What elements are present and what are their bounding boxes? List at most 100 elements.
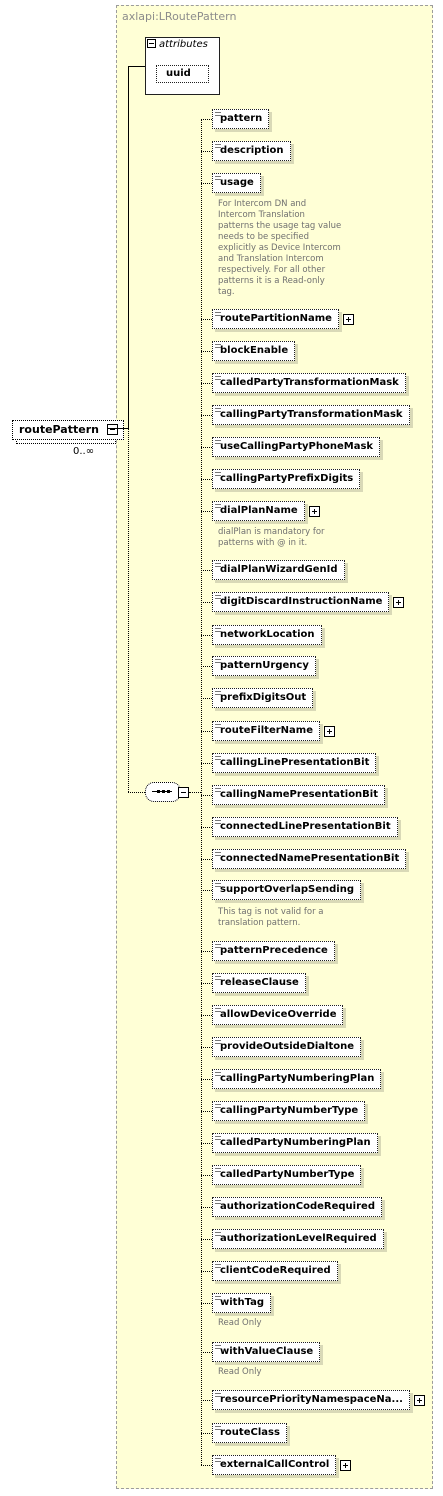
element-icon xyxy=(215,1103,221,1109)
element-calledpartynumberingplan[interactable]: calledPartyNumberingPlan xyxy=(212,1133,378,1153)
element-label: authorizationCodeRequired xyxy=(220,1201,375,1212)
connector-line xyxy=(201,602,212,603)
element-blockenable[interactable]: blockEnable xyxy=(212,341,296,361)
connector-line xyxy=(201,383,212,384)
connector-line xyxy=(201,1207,212,1208)
element-label: routeClass xyxy=(220,1427,280,1438)
root-element-label: routePattern xyxy=(19,423,99,436)
element-callingpartyprefixdigits[interactable]: callingPartyPrefixDigits xyxy=(212,469,361,489)
collapse-icon[interactable] xyxy=(106,424,118,435)
element-icon xyxy=(215,143,221,149)
sequence-compositor[interactable] xyxy=(145,782,181,802)
expand-icon[interactable] xyxy=(413,1395,425,1406)
element-allowdeviceoverride[interactable]: allowDeviceOverride xyxy=(212,1005,344,1025)
element-withvalueclause[interactable]: withValueClause xyxy=(212,1342,321,1362)
connector-line xyxy=(201,763,212,764)
element-withtag[interactable]: withTag xyxy=(212,1293,272,1313)
element-callingnamepresentationbit[interactable]: callingNamePresentationBit xyxy=(212,785,386,805)
element-icon xyxy=(215,311,221,317)
sequence-dot xyxy=(157,790,160,793)
element-description[interactable]: description xyxy=(212,141,291,161)
element-label: allowDeviceOverride xyxy=(220,1009,337,1020)
connector-line xyxy=(201,859,212,860)
connector-line xyxy=(201,951,212,952)
connector-line xyxy=(128,429,129,792)
element-icon xyxy=(215,503,221,509)
attribute-uuid[interactable]: uuid xyxy=(156,65,209,83)
element-pattern[interactable]: pattern xyxy=(212,109,270,129)
element-callingpartytransformationmask[interactable]: callingPartyTransformationMask xyxy=(212,405,410,425)
element-connectedlinepresentationbit[interactable]: connectedLinePresentationBit xyxy=(212,817,398,837)
connector-line xyxy=(201,731,212,732)
element-label: calledPartyNumberType xyxy=(220,1169,355,1180)
element-networklocation[interactable]: networkLocation xyxy=(212,625,322,645)
element-label: clientCodeRequired xyxy=(220,1265,331,1276)
element-provideoutsidedialtone[interactable]: provideOutsideDialtone xyxy=(212,1037,362,1057)
expand-icon[interactable] xyxy=(340,1460,352,1471)
connector-line xyxy=(201,511,212,512)
element-digitdiscardinstructionname[interactable]: digitDiscardInstructionName xyxy=(212,592,405,612)
element-connectednamepresentationbit[interactable]: connectedNamePresentationBit xyxy=(212,849,407,869)
element-releaseclause[interactable]: releaseClause xyxy=(212,973,306,993)
connector-line xyxy=(201,479,212,480)
element-authorizationlevelrequired[interactable]: authorizationLevelRequired xyxy=(212,1229,384,1249)
element-clientcoderequired[interactable]: clientCodeRequired xyxy=(212,1261,338,1281)
expand-icon[interactable] xyxy=(393,597,405,608)
connector-line xyxy=(128,66,145,67)
element-routepartitionname[interactable]: routePartitionName xyxy=(212,309,354,329)
element-icon xyxy=(215,1039,221,1045)
element-dialplanname[interactable]: dialPlanName xyxy=(212,501,320,521)
element-icon xyxy=(215,1344,221,1350)
attributes-label: attributes xyxy=(159,39,208,50)
expand-icon[interactable] xyxy=(342,314,354,325)
element-label: authorizationLevelRequired xyxy=(220,1233,377,1244)
attributes-header[interactable]: attributes xyxy=(147,39,208,50)
element-callingpartynumbertype[interactable]: callingPartyNumberType xyxy=(212,1101,366,1121)
connector-line xyxy=(128,66,129,429)
element-externalcallcontrol[interactable]: externalCallControl xyxy=(212,1455,352,1475)
element-routeclass[interactable]: routeClass xyxy=(212,1423,287,1443)
sequence-dot xyxy=(167,790,170,793)
connector-line xyxy=(201,827,212,828)
element-icon xyxy=(215,375,221,381)
connector-line xyxy=(201,319,212,320)
element-icon xyxy=(215,1199,221,1205)
element-label: dialPlanName xyxy=(220,505,298,516)
collapse-icon[interactable] xyxy=(147,39,156,48)
element-icon xyxy=(215,407,221,413)
element-prefixdigitsout[interactable]: prefixDigitsOut xyxy=(212,688,314,708)
element-patternurgency[interactable]: patternUrgency xyxy=(212,656,316,676)
element-usecallingpartyphonemask[interactable]: useCallingPartyPhoneMask xyxy=(212,437,381,457)
element-label: callingNamePresentationBit xyxy=(220,789,379,800)
element-icon xyxy=(215,882,221,888)
connector-line xyxy=(201,1303,212,1304)
element-authorizationcoderequired[interactable]: authorizationCodeRequired xyxy=(212,1197,382,1217)
collapse-icon[interactable] xyxy=(178,787,189,798)
connector-line xyxy=(201,1047,212,1048)
element-patternprecedence[interactable]: patternPrecedence xyxy=(212,941,335,961)
element-icon xyxy=(215,1392,221,1398)
element-supportoverlapsending[interactable]: supportOverlapSending xyxy=(212,880,362,900)
root-cardinality: 0..∞ xyxy=(73,446,95,457)
element-label: callingPartyNumberingPlan xyxy=(220,1073,375,1084)
element-callinglinepresentationbit[interactable]: callingLinePresentationBit xyxy=(212,753,377,773)
connector-line xyxy=(201,1433,212,1434)
expand-icon[interactable] xyxy=(323,726,335,737)
element-resourceprioritynamespacena[interactable]: resourcePriorityNamespaceNa... xyxy=(212,1390,425,1410)
element-calledpartytransformationmask[interactable]: calledPartyTransformationMask xyxy=(212,373,406,393)
connector-line xyxy=(201,1465,212,1466)
element-usage[interactable]: usage xyxy=(212,173,261,193)
element-calledpartynumbertype[interactable]: calledPartyNumberType xyxy=(212,1165,362,1185)
expand-icon[interactable] xyxy=(308,506,320,517)
connector-line xyxy=(201,351,212,352)
root-element[interactable]: routePattern xyxy=(12,420,124,440)
element-dialplanwizardgenid[interactable]: dialPlanWizardGenId xyxy=(212,560,345,580)
element-label: resourcePriorityNamespaceNa... xyxy=(220,1394,403,1405)
connector-line xyxy=(201,1271,212,1272)
element-icon xyxy=(215,1263,221,1269)
element-routefiltername[interactable]: routeFilterName xyxy=(212,721,335,741)
element-label: description xyxy=(220,145,284,156)
element-callingpartynumberingplan[interactable]: callingPartyNumberingPlan xyxy=(212,1069,382,1089)
element-label: patternUrgency xyxy=(220,660,309,671)
connector-line xyxy=(201,1400,212,1401)
